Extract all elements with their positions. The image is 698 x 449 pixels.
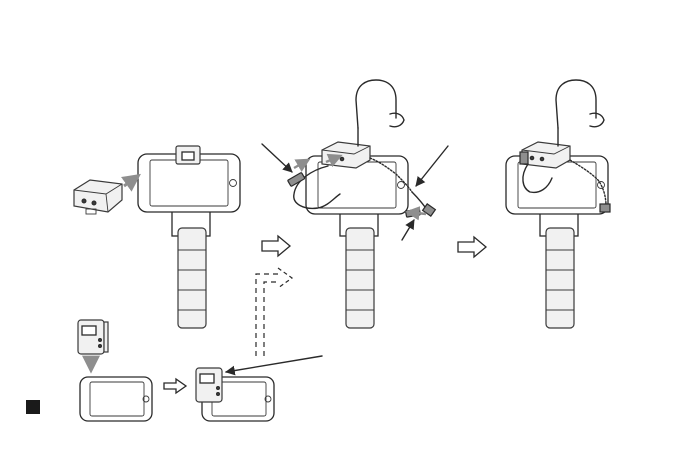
smartphone-icon: [80, 377, 152, 421]
headphones-icon: [556, 80, 604, 146]
grip-handle: [340, 210, 378, 328]
receiver-unit: [322, 142, 370, 168]
transmitter-unit: [196, 368, 222, 402]
pointer-arrow: [262, 144, 292, 172]
stage-rig-complete: [506, 80, 610, 328]
arrow-right-icon: [262, 236, 290, 256]
receiver-unit: [74, 180, 122, 214]
arrow-right-icon: [458, 237, 486, 257]
transmitter-unit: [78, 320, 108, 354]
dashed-connector: [256, 268, 292, 356]
headphones-icon: [356, 80, 404, 146]
stage-transmitter-to-phone: [26, 320, 322, 421]
shoe-mount: [176, 146, 200, 164]
step-badge: [26, 400, 40, 414]
pointer-arrow: [226, 356, 322, 372]
receiver-unit: [522, 142, 570, 168]
grip-handle: [540, 210, 578, 328]
mount-arrow: [124, 176, 138, 186]
pointer-arrow: [416, 146, 448, 186]
pointer-arrow: [402, 220, 414, 240]
grip-handle: [172, 210, 210, 328]
stage-cables-connected: [262, 80, 448, 328]
arrow-right-icon: [164, 379, 186, 393]
stage-receiver-to-rig: [74, 146, 240, 328]
